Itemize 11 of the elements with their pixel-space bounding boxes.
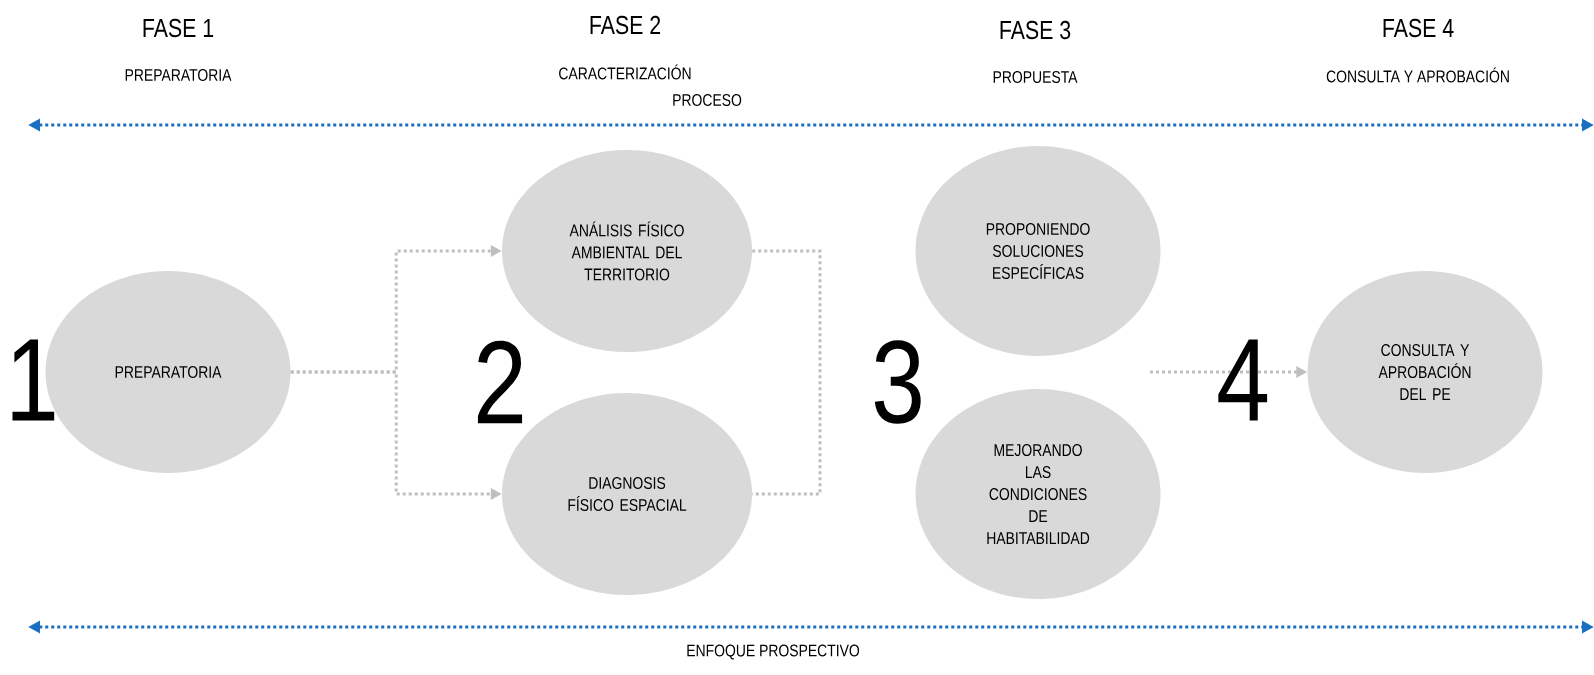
phase-subtitle: CONSULTA Y APROBACIÓN bbox=[1326, 67, 1509, 83]
phase-subtitle: CARACTERIZACIÓN bbox=[559, 64, 691, 80]
phase-heading: FASE 3 bbox=[1000, 20, 1071, 40]
phase-heading: FASE 1 bbox=[143, 18, 214, 38]
phase-subtitle: PROPUESTA bbox=[993, 71, 1078, 84]
band-label: PROCESO bbox=[673, 94, 742, 107]
phase-heading: FASE 4 bbox=[1383, 18, 1454, 38]
phase-subtitle: PREPARATORIA bbox=[125, 69, 232, 82]
band-label: ENFOQUE PROSPECTIVO bbox=[687, 644, 860, 660]
phase-number: 4 bbox=[1218, 339, 1268, 421]
phase-heading: FASE 2 bbox=[590, 15, 661, 35]
